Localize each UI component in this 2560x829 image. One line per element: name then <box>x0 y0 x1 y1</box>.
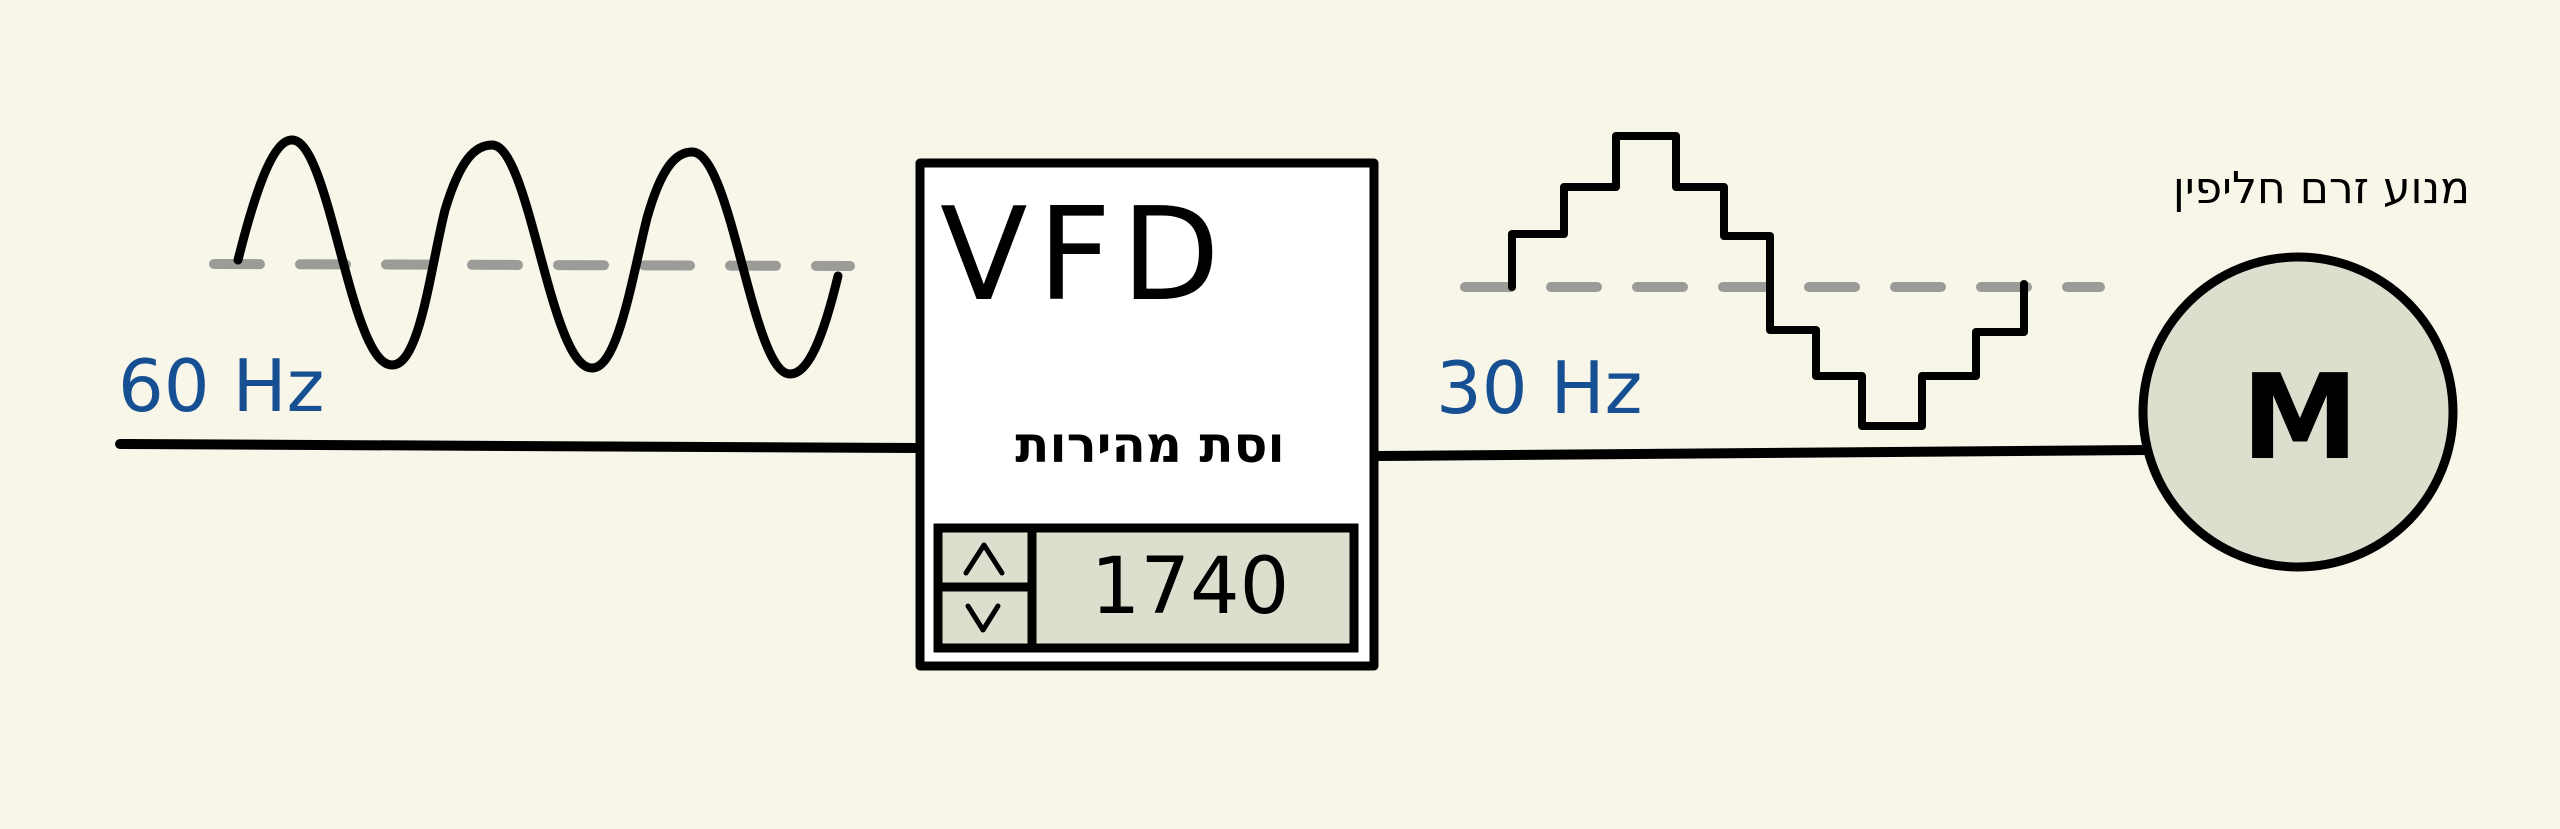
output-frequency-label: 30 Hz <box>1436 346 1643 430</box>
motor-symbol: M <box>2241 348 2359 486</box>
input-power-line <box>115 439 923 453</box>
vfd-label: וסת מהירות <box>1015 416 1285 474</box>
motor-caption: מנוע זרם חליפין <box>2172 163 2470 214</box>
chevron-up-icon <box>963 542 1005 576</box>
output-stepped-wave <box>1508 132 2028 430</box>
speed-value-display: 1740 <box>1090 542 1290 632</box>
input-sine-wave <box>233 135 843 379</box>
input-wave-centerline <box>209 259 855 271</box>
input-frequency-label: 60 Hz <box>118 344 325 428</box>
speed-down-button[interactable] <box>942 592 1028 644</box>
motor-circle <box>2138 252 2458 572</box>
vfd-title: VFD <box>940 181 1230 330</box>
output-power-line <box>1369 445 2153 461</box>
speed-up-button[interactable] <box>942 532 1028 584</box>
chevron-down-icon <box>965 603 1001 633</box>
